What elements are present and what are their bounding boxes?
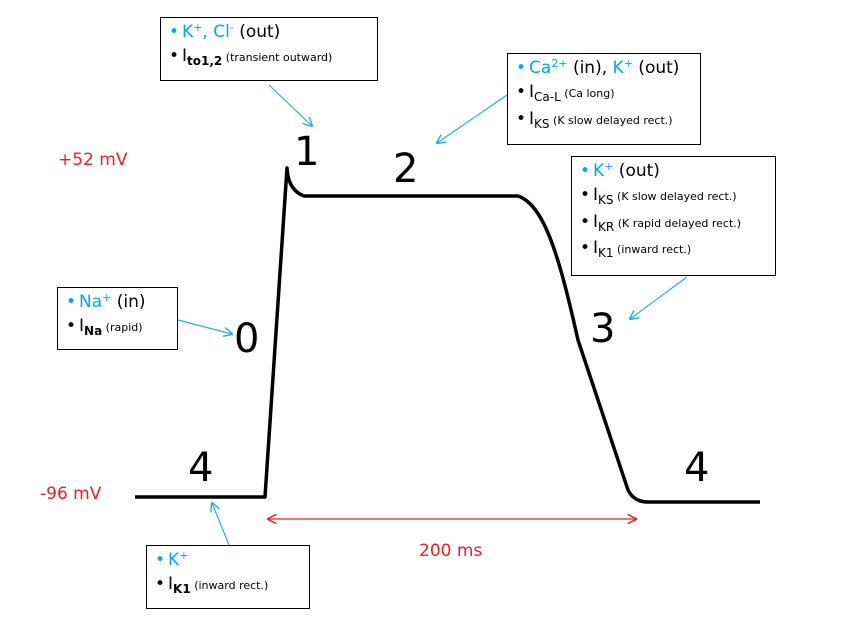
phase4-ion-line: •K+ [155, 549, 189, 570]
current-iks: •IKS (K slow delayed rect.) [580, 185, 737, 208]
phase-label-4-rest: 4 [188, 445, 213, 491]
phase-label-1: 1 [294, 129, 319, 175]
current-ik1: •IK1 (inward rect.) [155, 574, 269, 597]
phase-label-2: 2 [393, 146, 418, 192]
current-ina: •INa (rapid) [66, 316, 143, 339]
voltage-label-bottom: -96 mV [40, 484, 102, 504]
phase-label-4-end: 4 [684, 445, 709, 491]
phase2-pointer-arrow [437, 94, 508, 143]
current-ikr: •IKR (K rapid delayed rect.) [580, 211, 742, 234]
phase4-ion-box: •K+ •IK1 (inward rect.) [146, 545, 310, 609]
current-iks: •IKS (K slow delayed rect.) [516, 108, 673, 131]
phase3-pointer-arrow [630, 276, 688, 319]
phase1-pointer-arrow [268, 84, 312, 126]
action-potential-curve [135, 166, 760, 504]
phase3-ion-line: •K+ (out) [580, 160, 660, 181]
phase0-ion-box: •Na+ (in) •INa (rapid) [57, 287, 178, 350]
phase2-ion-box: •Ca2+ (in), K+ (out) •ICa-L (Ca long) •I… [507, 53, 701, 145]
phase0-ion-line: •Na+ (in) [66, 291, 146, 312]
phase1-ion-box: •K+, Cl- (out) •Ito1,2 (transient outwar… [160, 17, 378, 81]
phase1-ion-line: •K+, Cl- (out) [169, 21, 281, 42]
current-ica-l: •ICa-L (Ca long) [516, 82, 615, 105]
current-ik1: •IK1 (inward rect.) [580, 238, 692, 261]
phase4-pointer-arrow [212, 503, 230, 546]
phase3-ion-box: •K+ (out) •IKS (K slow delayed rect.) •I… [571, 156, 776, 276]
duration-label: 200 ms [419, 541, 482, 561]
phase2-ion-line: •Ca2+ (in), K+ (out) [516, 57, 680, 78]
phase-label-0: 0 [234, 316, 259, 362]
voltage-label-top: +52 mV [58, 150, 128, 170]
phase0-pointer-arrow [177, 319, 232, 334]
phase-label-3: 3 [590, 306, 615, 352]
current-ito: •Ito1,2 (transient outward) [169, 46, 333, 69]
